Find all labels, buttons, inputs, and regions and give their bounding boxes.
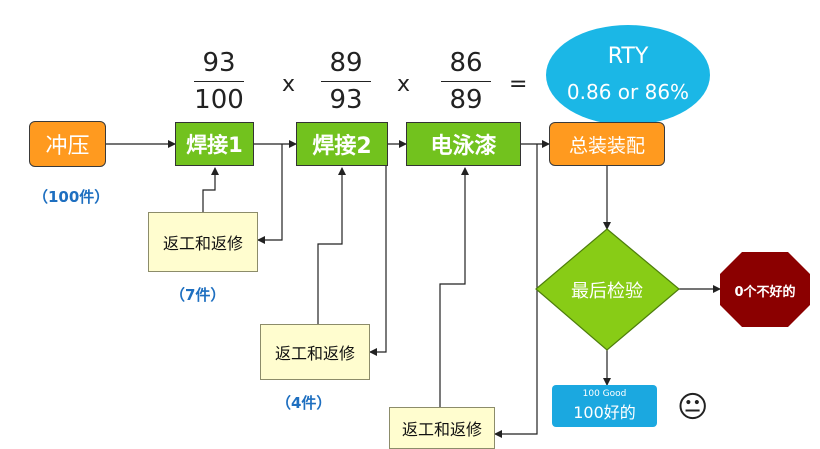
rework1-count-label: （7件） [170, 286, 226, 304]
rty-value: 0.86 or 86% [566, 80, 690, 104]
fraction-numerator: 89 [329, 48, 363, 78]
fraction-denominator: 93 [329, 85, 363, 115]
step-welding2: 焊接2 [296, 122, 388, 166]
step-final-assembly: 总装装配 [549, 122, 665, 166]
step-ecoat: 电泳漆 [406, 122, 521, 166]
equals-operator: = [509, 72, 528, 97]
step-stamping: 冲压 [29, 121, 106, 167]
fraction-denominator: 89 [449, 85, 483, 115]
fraction-bar [441, 81, 491, 82]
step-welding1: 焊接1 [175, 122, 254, 166]
arrow-rework3-to-ecoat [439, 167, 469, 407]
input-count-label: （100件） [33, 188, 110, 206]
arrow-ecoat-to-rework3 [494, 144, 538, 438]
multiply-operator: x [282, 72, 296, 97]
bad-count-label: 0个不好的 [734, 285, 796, 300]
rework-box-1: 返工和返修 [148, 212, 258, 272]
bad-stop-octagon [720, 252, 810, 327]
rework-box-3: 返工和返修 [389, 407, 495, 449]
good-count-label: 100好的 [573, 403, 636, 422]
fraction-bar [321, 81, 371, 82]
arrow-welding1-to-rework1 [257, 144, 283, 244]
good-small-label: 100 Good [582, 389, 627, 399]
fraction-ecoat-yield: 86 89 [435, 48, 497, 115]
fraction-numerator: 93 [202, 48, 236, 78]
neutral-face-icon: 😐 [677, 390, 709, 425]
rty-title: RTY [607, 44, 649, 69]
rty-bubble [546, 25, 710, 125]
fraction-denominator: 100 [194, 85, 244, 115]
arrow-welding2-to-rework2 [369, 144, 387, 356]
fraction-welding1-yield: 93 100 [188, 48, 250, 115]
arrow-rework2-to-welding2 [317, 167, 346, 324]
fraction-welding2-yield: 89 93 [315, 48, 377, 115]
fraction-numerator: 86 [449, 48, 483, 78]
rework2-count-label: （4件） [276, 394, 332, 412]
inspection-label: 最后检验 [571, 281, 643, 302]
fraction-bar [194, 81, 244, 82]
rework-box-2: 返工和返修 [260, 324, 370, 380]
inspection-diamond [535, 228, 680, 351]
multiply-operator: x [397, 72, 411, 97]
arrow-rework1-to-welding1 [202, 167, 219, 212]
good-result-box: 100 Good 100好的 [552, 385, 657, 427]
